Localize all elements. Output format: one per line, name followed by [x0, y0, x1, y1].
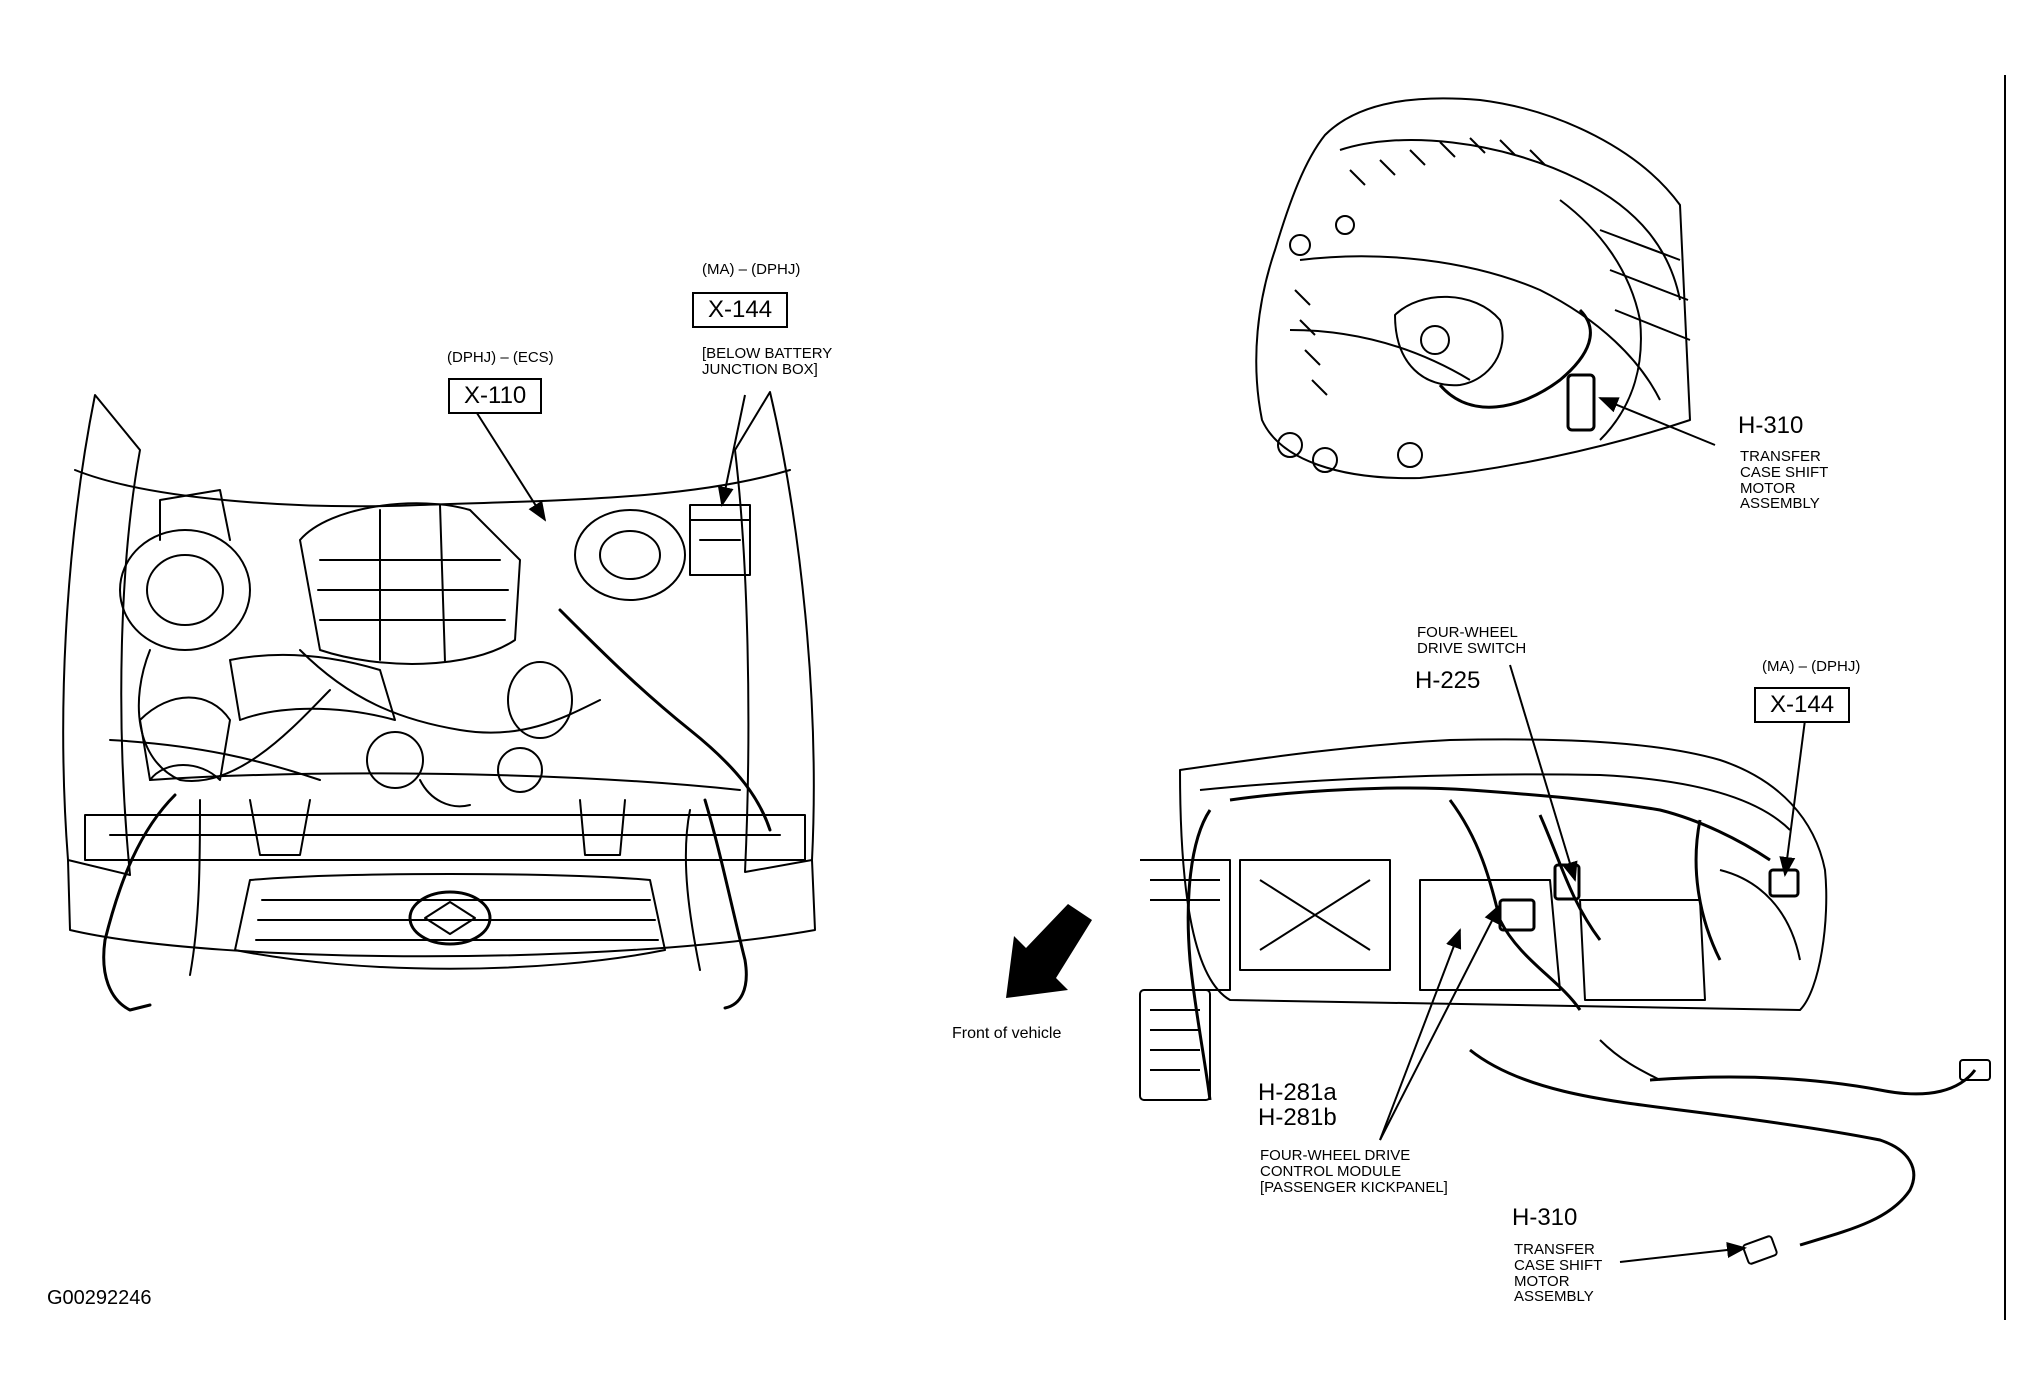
instrument-panel-illustration [1139, 738, 1991, 1265]
h225-connector-label: H-225 [1415, 667, 1481, 694]
description-line: FOUR-WHEEL [1417, 624, 1518, 641]
h281-connector-labels: H-281a H-281b [1258, 1079, 1337, 1132]
description-line: MOTOR [1514, 1272, 1570, 1290]
h281a-label: H-281a [1258, 1079, 1337, 1106]
description-line: DRIVE SWITCH [1417, 639, 1527, 657]
description-line: ASSEMBLY [1514, 1288, 1594, 1306]
h281-description: FOUR-WHEEL DRIVE CONTROL MODULE [PASSENG… [1260, 1148, 1448, 1195]
leader-line-h310-top [1598, 397, 1716, 446]
x144-right-connector-label: X-144 [1754, 687, 1851, 724]
description-line: [PASSENGER KICKPANEL] [1260, 1178, 1448, 1196]
h310-top-description: TRANSFER CASE SHIFT MOTOR ASSEMBLY [1740, 449, 1828, 512]
x144-left-codes-label: (MA) – (DPHJ) [702, 261, 801, 278]
location-line: JUNCTION BOX] [702, 360, 818, 378]
x144-left-location-label: [BELOW BATTERY JUNCTION BOX] [702, 346, 832, 378]
x144-right-codes-label: (MA) – (DPHJ) [1762, 658, 1861, 675]
x144-left-connector-label: X-144 [692, 292, 789, 329]
transfer-case-illustration [1255, 97, 1691, 480]
x110-codes-label: (DPHJ) – (ECS) [447, 349, 554, 366]
description-line: CONTROL MODULE [1260, 1162, 1402, 1180]
h310-top-connector-label: H-310 [1738, 412, 1804, 439]
h281b-label: H-281b [1258, 1104, 1337, 1132]
description-line: MOTOR [1740, 479, 1796, 497]
description-line: ASSEMBLY [1740, 495, 1820, 513]
description-line: TRANSFER [1740, 448, 1821, 465]
h225-description: FOUR-WHEEL DRIVE SWITCH [1417, 625, 1526, 657]
x110-connector-label: X-110 [448, 378, 543, 415]
description-line: TRANSFER [1514, 1241, 1595, 1258]
description-line: FOUR-WHEEL DRIVE [1260, 1147, 1411, 1164]
description-line: CASE SHIFT [1514, 1256, 1603, 1274]
engine-compartment-illustration [62, 391, 816, 1012]
description-line: CASE SHIFT [1740, 463, 1829, 481]
figure-id-label: G00292246 [47, 1287, 152, 1309]
h310-bottom-connector-label: H-310 [1512, 1204, 1578, 1231]
location-line: [BELOW BATTERY [702, 345, 833, 362]
front-of-vehicle-label: Front of vehicle [952, 1025, 1062, 1042]
leader-lines-bottom-right [1379, 664, 1806, 1263]
h310-bottom-description: TRANSFER CASE SHIFT MOTOR ASSEMBLY [1514, 1242, 1602, 1305]
leader-lines-left [474, 394, 746, 522]
front-direction-arrow-icon [1006, 904, 1092, 998]
